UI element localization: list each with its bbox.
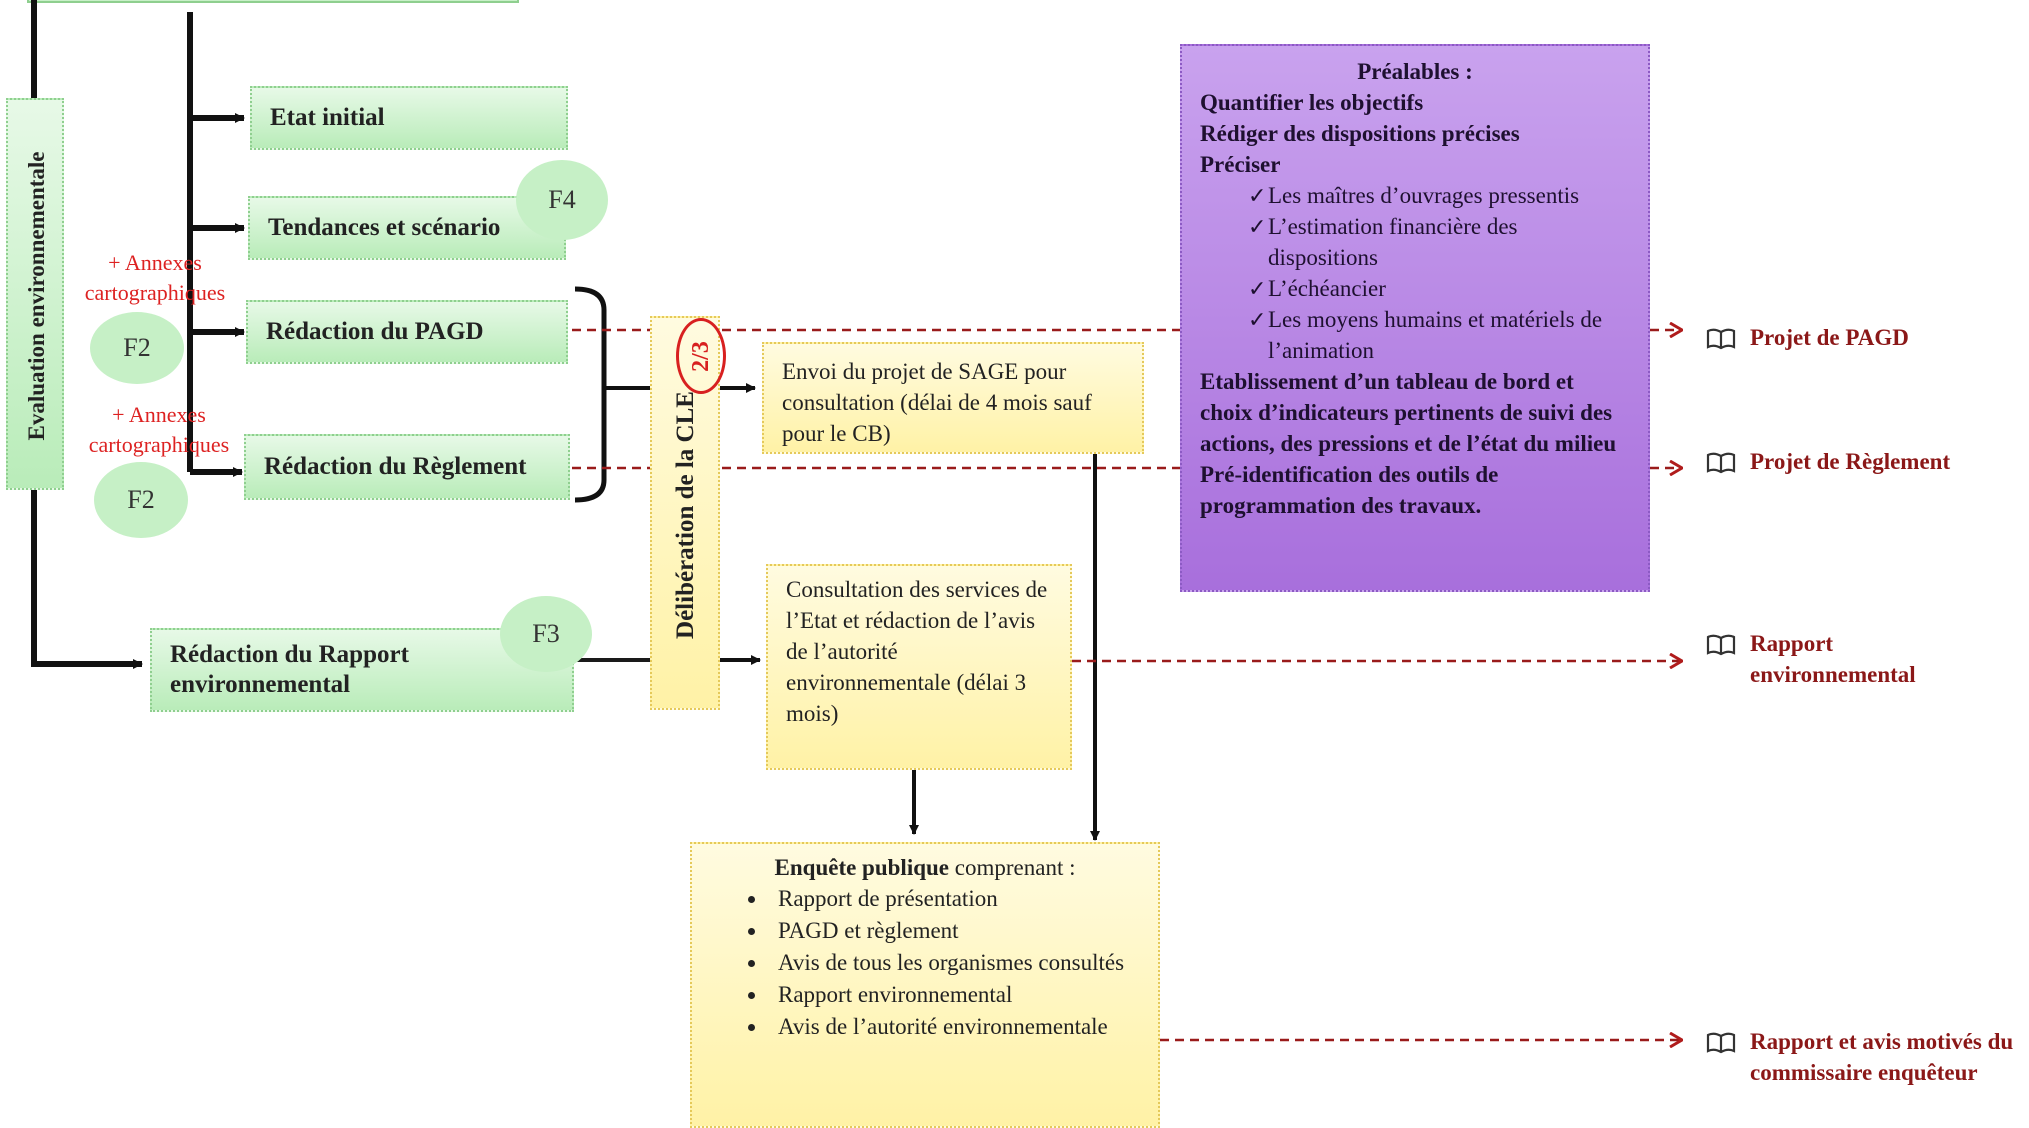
output-rapport-label: Rapport environnemental bbox=[1750, 631, 1916, 687]
prealables-check-4: Les moyens humains et matériels de l’ani… bbox=[1200, 304, 1630, 366]
oval-f2-a: F2 bbox=[90, 312, 184, 384]
enquete-item: PAGD et règlement bbox=[768, 915, 1144, 947]
envoi-box: Envoi du projet de SAGE pour consultatio… bbox=[762, 342, 1144, 454]
output-reglement: Projet de Règlement bbox=[1706, 446, 2026, 477]
pagd-box: Rédaction du PAGD bbox=[246, 300, 568, 364]
rapport-label: Rédaction du Rapport environnemental bbox=[170, 641, 409, 698]
output-pagd-label: Projet de PAGD bbox=[1750, 325, 1909, 350]
prealables-para-2: Pré-identification des outils de program… bbox=[1200, 462, 1499, 518]
output-avis-label: Rapport et avis motivés du commissaire e… bbox=[1750, 1029, 2014, 1085]
etat-initial-label: Etat initial bbox=[270, 104, 385, 131]
brace bbox=[574, 286, 607, 503]
reglement-label: Rédaction du Règlement bbox=[264, 453, 527, 480]
prealables-box: Préalables : Quantifier les objectifs Ré… bbox=[1180, 44, 1650, 592]
book-icon bbox=[1706, 1032, 1736, 1054]
oval-f4: F4 bbox=[516, 160, 608, 240]
consultation-box: Consultation des services de l’Etat et r… bbox=[766, 564, 1072, 770]
enquete-list: Rapport de présentation PAGD et règlemen… bbox=[706, 883, 1144, 1043]
consultation-text: Consultation des services de l’Etat et r… bbox=[786, 577, 1048, 726]
oval-f3: F3 bbox=[500, 596, 592, 672]
prealables-title: Préalables : bbox=[1357, 59, 1473, 84]
annexes-note-a: + Annexes cartographiques bbox=[84, 250, 226, 305]
evaluation-label: Evaluation environnementale bbox=[24, 151, 49, 441]
evaluation-box: Evaluation environnementale bbox=[6, 98, 64, 490]
prealables-check-1: Les maîtres d’ouvrages pressentis bbox=[1200, 180, 1630, 211]
prealables-para-1: Etablissement d’un tableau de bord et ch… bbox=[1200, 369, 1617, 456]
envoi-text: Envoi du projet de SAGE pour consultatio… bbox=[782, 359, 1092, 446]
enquete-item: Rapport environnemental bbox=[768, 979, 1144, 1011]
prealables-check-3: L’échéancier bbox=[1200, 273, 1630, 304]
prealables-check-2: L’estimation financière des dispositions bbox=[1200, 211, 1630, 273]
output-reglement-label: Projet de Règlement bbox=[1750, 449, 1951, 474]
enquete-title: Enquête publique comprenant : bbox=[706, 852, 1144, 883]
top-box-fragment bbox=[27, 0, 519, 3]
majority-badge-text: 2/3 bbox=[687, 340, 714, 372]
output-pagd: Projet de PAGD bbox=[1706, 322, 2006, 353]
output-avis: Rapport et avis motivés du commissaire e… bbox=[1706, 1026, 2026, 1088]
reglement-box: Rédaction du Règlement bbox=[244, 434, 570, 500]
enquete-title-rest: comprenant : bbox=[949, 855, 1076, 880]
enquete-box: Enquête publique comprenant : Rapport de… bbox=[690, 842, 1160, 1128]
oval-f2-b: F2 bbox=[94, 462, 188, 538]
prealables-line-1: Quantifier les objectifs bbox=[1200, 90, 1424, 115]
enquete-item: Avis de l’autorité environnementale bbox=[768, 1011, 1144, 1043]
annexes-note-b: + Annexes cartographiques bbox=[88, 402, 230, 457]
book-icon bbox=[1706, 328, 1736, 350]
pagd-label: Rédaction du PAGD bbox=[266, 318, 484, 345]
prealables-line-2: Rédiger des dispositions précises bbox=[1200, 121, 1520, 146]
enquete-item: Rapport de présentation bbox=[768, 883, 1144, 915]
enquete-item: Avis de tous les organismes consultés bbox=[768, 947, 1144, 979]
tendances-label: Tendances et scénario bbox=[268, 214, 501, 241]
prealables-line-3: Préciser bbox=[1200, 152, 1281, 177]
majority-badge: 2/3 bbox=[676, 318, 726, 394]
enquete-title-bold: Enquête publique bbox=[774, 855, 950, 880]
tendances-box: Tendances et scénario bbox=[248, 196, 566, 260]
output-rapport: Rapport environnemental bbox=[1706, 628, 1946, 690]
etat-initial-box: Etat initial bbox=[250, 86, 568, 150]
book-icon bbox=[1706, 452, 1736, 474]
book-icon bbox=[1706, 634, 1736, 656]
